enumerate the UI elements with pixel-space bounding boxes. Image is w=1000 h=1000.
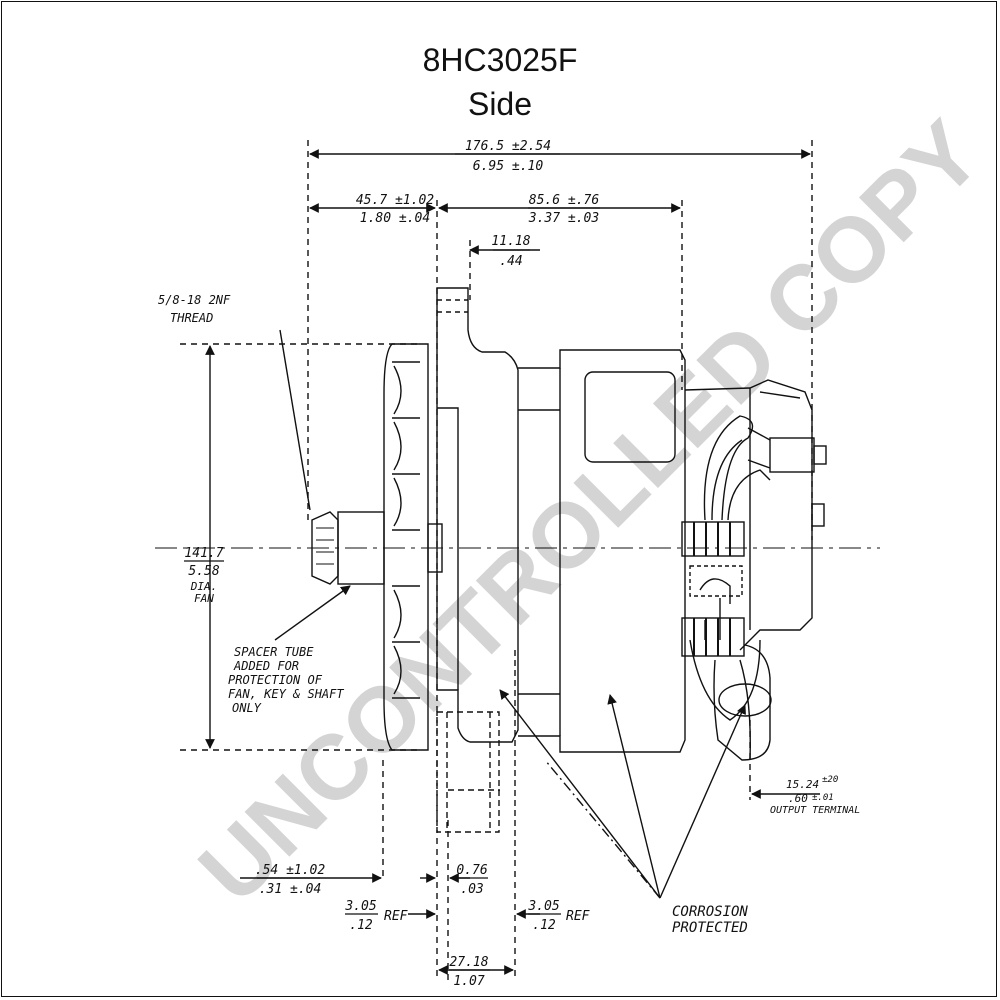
dim-terminal-mm-tol: ±20 <box>822 775 838 785</box>
dim-rear-mm: 85.6 ±.76 <box>529 193 600 208</box>
output-terminal <box>747 427 827 527</box>
dim-rear-in: 3.37 ±.03 <box>528 211 599 226</box>
shaft-assembly <box>311 511 443 585</box>
note-thread-line1: 5/8-18 2NF <box>158 293 231 307</box>
dim-fan-dia-in: 5.58 <box>188 564 219 579</box>
dim-flange-mm: 11.18 <box>491 234 530 249</box>
note-spacer-line4: FAN, KEY & SHAFT <box>228 687 344 701</box>
dim-bottom-mm: 27.18 <box>449 955 488 970</box>
dim-terminal-mm: 15.24 <box>786 778 819 791</box>
front-housing <box>436 287 519 860</box>
dim-ref-right-in: .12 <box>532 918 556 933</box>
dim-overall-in: 6.95 ±.10 <box>473 159 544 174</box>
note-output-terminal: OUTPUT TERMINAL <box>770 805 860 816</box>
dim-ref-left-mm: 3.05 <box>344 899 376 914</box>
dim-front-mm: 45.7 ±1.02 <box>356 193 434 208</box>
dim-bottom-in: 1.07 <box>453 974 484 989</box>
dim-fan-label: FAN <box>194 592 214 605</box>
dim-hub-mm: .54 ±1.02 <box>255 863 326 878</box>
cooling-fan <box>383 343 429 751</box>
dim-front-in: 1.80 ±.04 <box>360 211 430 226</box>
leader-corrosion-1 <box>499 689 661 899</box>
dim-gap-mm: 0.76 <box>456 863 487 878</box>
note-spacer-line2: ADDED FOR <box>233 659 299 673</box>
note-spacer-line5: ONLY <box>232 701 262 715</box>
leader-corrosion-2 <box>607 694 661 899</box>
dim-overall-mm: 176.5 ±2.54 <box>465 139 551 154</box>
part-number-title: 8HC3025F <box>422 42 578 78</box>
dim-flange-in: .44 <box>499 254 522 269</box>
pulley-hub <box>427 523 443 573</box>
leader-corrosion-3 <box>659 704 746 899</box>
dim-terminal-in-tol: ±.01 <box>812 793 834 803</box>
terminal-block <box>769 437 815 473</box>
shaft-nut <box>311 511 339 585</box>
note-corrosion-line2: PROTECTED <box>672 920 748 936</box>
leader-corrosion-4 <box>544 759 661 899</box>
dim-fan-dia-label: DIA. <box>190 580 218 593</box>
dim-fan-dia-mm: 141.7 <box>184 546 223 561</box>
dim-ref-left-label: REF <box>384 909 409 924</box>
rectifier-upper <box>681 521 745 557</box>
dim-hub-in: .31 ±.04 <box>259 882 322 897</box>
note-thread-line2: THREAD <box>170 311 213 325</box>
stator-body <box>518 349 686 753</box>
note-corrosion-line1: CORROSION <box>672 904 748 920</box>
note-spacer-line3: PROTECTION OF <box>228 673 323 687</box>
dim-terminal-in: .60 <box>788 792 808 805</box>
dim-ref-right-label: REF <box>566 909 591 924</box>
dim-gap-in: .03 <box>460 882 483 897</box>
wiring-harness <box>689 415 771 721</box>
note-spacer-line1: SPACER TUBE <box>234 645 314 659</box>
view-label: Side <box>467 86 533 122</box>
terminal-stud-lower <box>811 503 825 527</box>
rectifier-lower <box>681 617 745 657</box>
rectifier-assembly <box>681 521 745 657</box>
dim-ref-right-mm: 3.05 <box>527 899 559 914</box>
terminal-boot <box>713 644 772 761</box>
dim-ref-left-in: .12 <box>349 918 373 933</box>
terminal-stud <box>813 445 827 465</box>
leader-spacer-tube <box>274 585 351 641</box>
mounting-foot <box>436 711 500 833</box>
leader-thread <box>279 329 311 511</box>
